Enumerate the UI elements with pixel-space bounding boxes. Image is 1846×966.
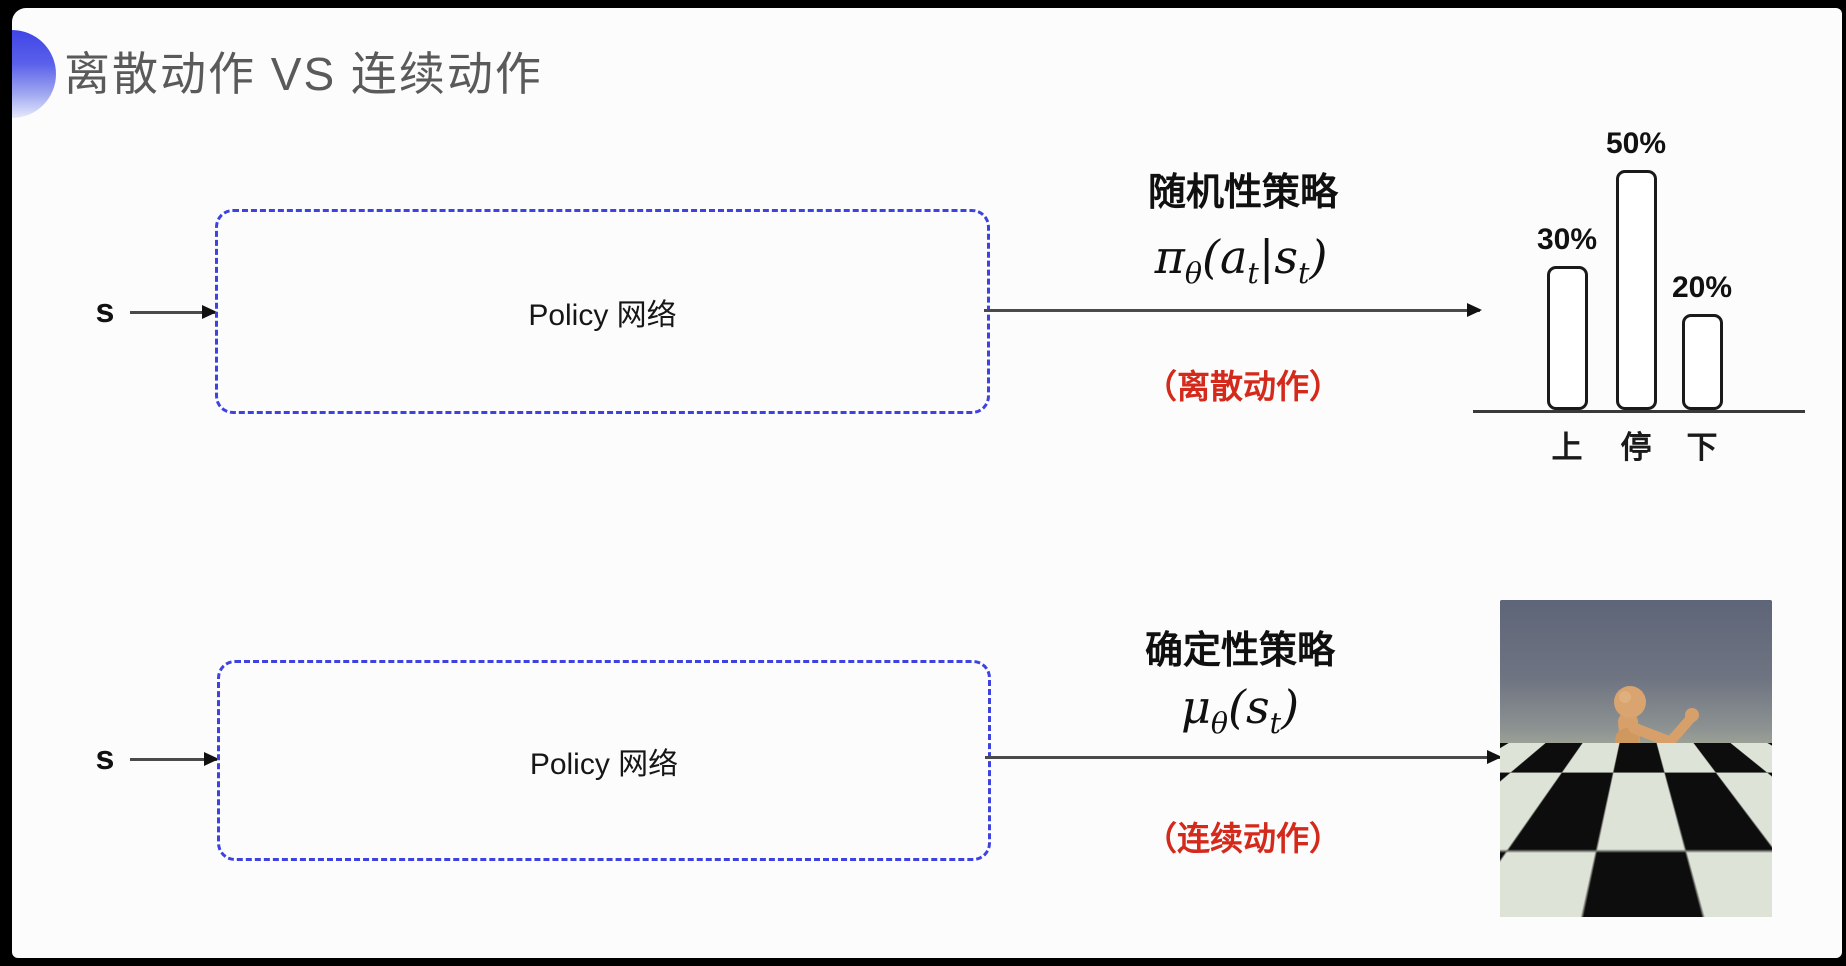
input-arrow [130,752,219,766]
formula-part: |s [1258,230,1298,284]
formula-subscript: θ [1210,707,1229,741]
formula-symbol: π [1154,230,1185,284]
state-input-label: s [95,739,115,777]
policy-network-box: Policy 网络 [215,209,990,414]
policy-type-label: 随机性策略 [1147,172,1338,214]
formula-symbol: μ [1180,680,1211,734]
bar-value-label: 20% [1671,271,1733,304]
state-input-label: s [95,292,115,330]
bar-category-label: 上 [1551,430,1583,465]
bullet-sphere-icon [12,30,56,118]
formula-subscript: θ [1184,257,1203,291]
policy-network-label: Policy 网络 [528,298,677,332]
action-type-note: （连续动作） [1144,820,1342,857]
bar [1615,170,1657,410]
policy-network-label: Policy 网络 [529,747,679,781]
input-arrow [130,305,217,319]
formula-subscript: t [1247,257,1259,291]
policy-type-label: 确定性策略 [1144,630,1335,672]
formula-subscript: t [1297,257,1310,291]
output-arrow [984,303,1482,317]
formula-part: ) [1281,680,1300,734]
policy-formula: πθ(at|st) [1081,230,1401,290]
x-axis-line [1473,410,1805,413]
formula-part: (s [1228,680,1270,734]
policy-formula: μθ(st) [1080,680,1400,740]
action-type-note: （离散动作） [1144,368,1342,405]
formula-part: ) [1309,230,1328,284]
action-probability-bar-chart: 30% 50% 20% 上 停 下 [1473,100,1805,480]
page-title: 离散动作 VS 连续动作 [64,48,543,100]
bar [1681,314,1723,410]
output-arrow [985,750,1502,764]
floor-reflection [1530,883,1650,909]
formula-part: (a [1202,230,1248,284]
formula-subscript: t [1269,707,1282,741]
bar [1546,266,1588,410]
bar-category-label: 停 [1620,430,1652,465]
bar-column: 20% [1657,271,1747,410]
bar-column: 50% [1591,127,1681,410]
bar-column: 30% [1522,223,1612,410]
slide: 离散动作 VS 连续动作 s Policy 网络 随机性策略 πθ(at|st)… [12,8,1842,958]
bar-value-label: 30% [1536,223,1598,256]
humanoid-figure [1584,686,1699,889]
bar-category-label: 下 [1686,430,1718,465]
policy-network-box: Policy 网络 [217,660,991,861]
humanoid-robot-image [1500,600,1772,917]
bar-value-label: 50% [1605,127,1667,160]
